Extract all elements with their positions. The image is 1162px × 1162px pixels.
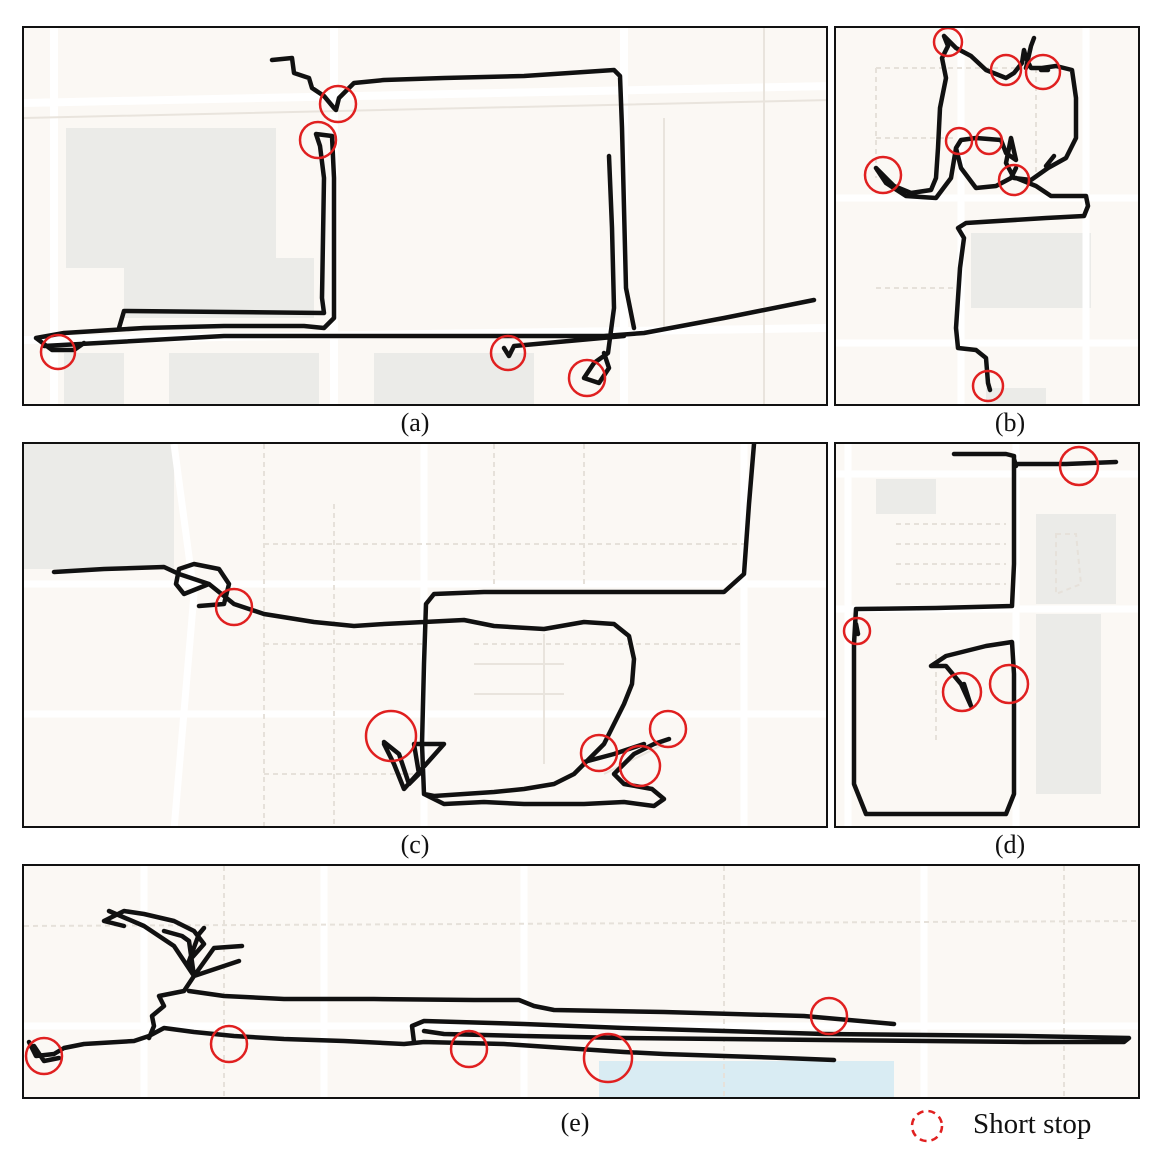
short-stop-marker: [932, 28, 964, 58]
map-block: [1036, 514, 1116, 604]
map-minor-roads: [474, 634, 665, 775]
map-d-canvas: [836, 444, 1138, 826]
short-stop-marker: [809, 996, 849, 1036]
trajectory-route: [851, 451, 1119, 817]
short-stop-marker: [579, 733, 619, 773]
short-stop-marker: [364, 709, 418, 763]
map-block: [971, 233, 1091, 308]
short-stop-marker: [863, 155, 903, 195]
short-stop-marker: [318, 84, 358, 124]
short-stop-marker: [842, 616, 872, 646]
map-a-canvas: [24, 28, 826, 404]
short-stop-marker: [941, 671, 983, 713]
panel-caption-b: (b): [994, 408, 1026, 437]
short-stop-marker: [214, 587, 254, 627]
trajectory-route: [873, 33, 1091, 393]
short-stop-marker: [489, 334, 527, 372]
map-panel-a: [22, 26, 828, 406]
short-stop-marker: [24, 1036, 64, 1076]
map-panel-e: [22, 864, 1140, 1099]
panel-caption-e: (e): [560, 1108, 590, 1137]
map-block: [169, 353, 319, 404]
short-stop-marker: [449, 1029, 489, 1069]
short-stop-marker: [1024, 53, 1062, 91]
map-panel-b: [834, 26, 1140, 406]
short-stop-marker: [988, 663, 1030, 705]
water-body: [599, 1061, 894, 1097]
short-stop-marker: [209, 1024, 249, 1064]
legend-label-short-stop: Short stop: [973, 1108, 1092, 1140]
map-block: [124, 258, 314, 318]
map-e-canvas: [24, 866, 1138, 1097]
short-stop-marker: [944, 126, 974, 156]
map-footpaths: [875, 67, 1037, 289]
map-block: [1036, 614, 1101, 794]
map-block: [66, 128, 276, 268]
short-stop-marker: [582, 1032, 634, 1084]
map-footpaths: [24, 866, 1138, 1097]
map-c-canvas: [24, 444, 826, 826]
map-block: [986, 388, 1046, 404]
map-footpaths: [263, 444, 744, 826]
panel-caption-c: (c): [400, 830, 430, 859]
short-stop-marker: [618, 744, 662, 788]
panel-caption-a: (a): [400, 408, 430, 437]
map-footpaths: [896, 523, 1083, 744]
map-block: [24, 444, 174, 569]
trajectory-route: [33, 55, 817, 386]
map-block: [876, 479, 936, 514]
map-block: [64, 353, 124, 404]
map-minor-roads: [24, 28, 826, 404]
trajectory-route: [51, 444, 757, 809]
panel-caption-d: (d): [994, 830, 1026, 859]
short-stop-marker: [989, 53, 1023, 87]
legend: Short stop: [905, 1106, 1125, 1146]
short-stop-marker: [971, 369, 1005, 403]
short-stop-marker: [974, 126, 1004, 156]
map-panel-d: [834, 442, 1140, 828]
map-roads: [836, 444, 1138, 826]
short-stop-marker: [648, 709, 688, 749]
short-stop-marker: [39, 333, 77, 371]
short-stop-marker: [298, 120, 338, 160]
short-stop-marker: [567, 358, 607, 398]
map-b-canvas: [836, 28, 1138, 404]
map-block: [374, 353, 534, 404]
map-roads: [836, 28, 1138, 404]
short-stop-marker: [997, 163, 1031, 197]
short-stop-legend-icon: [910, 1109, 944, 1143]
map-panel-c: [22, 442, 828, 828]
trajectory-route: [26, 908, 1132, 1064]
short-stop-marker: [1058, 445, 1100, 487]
